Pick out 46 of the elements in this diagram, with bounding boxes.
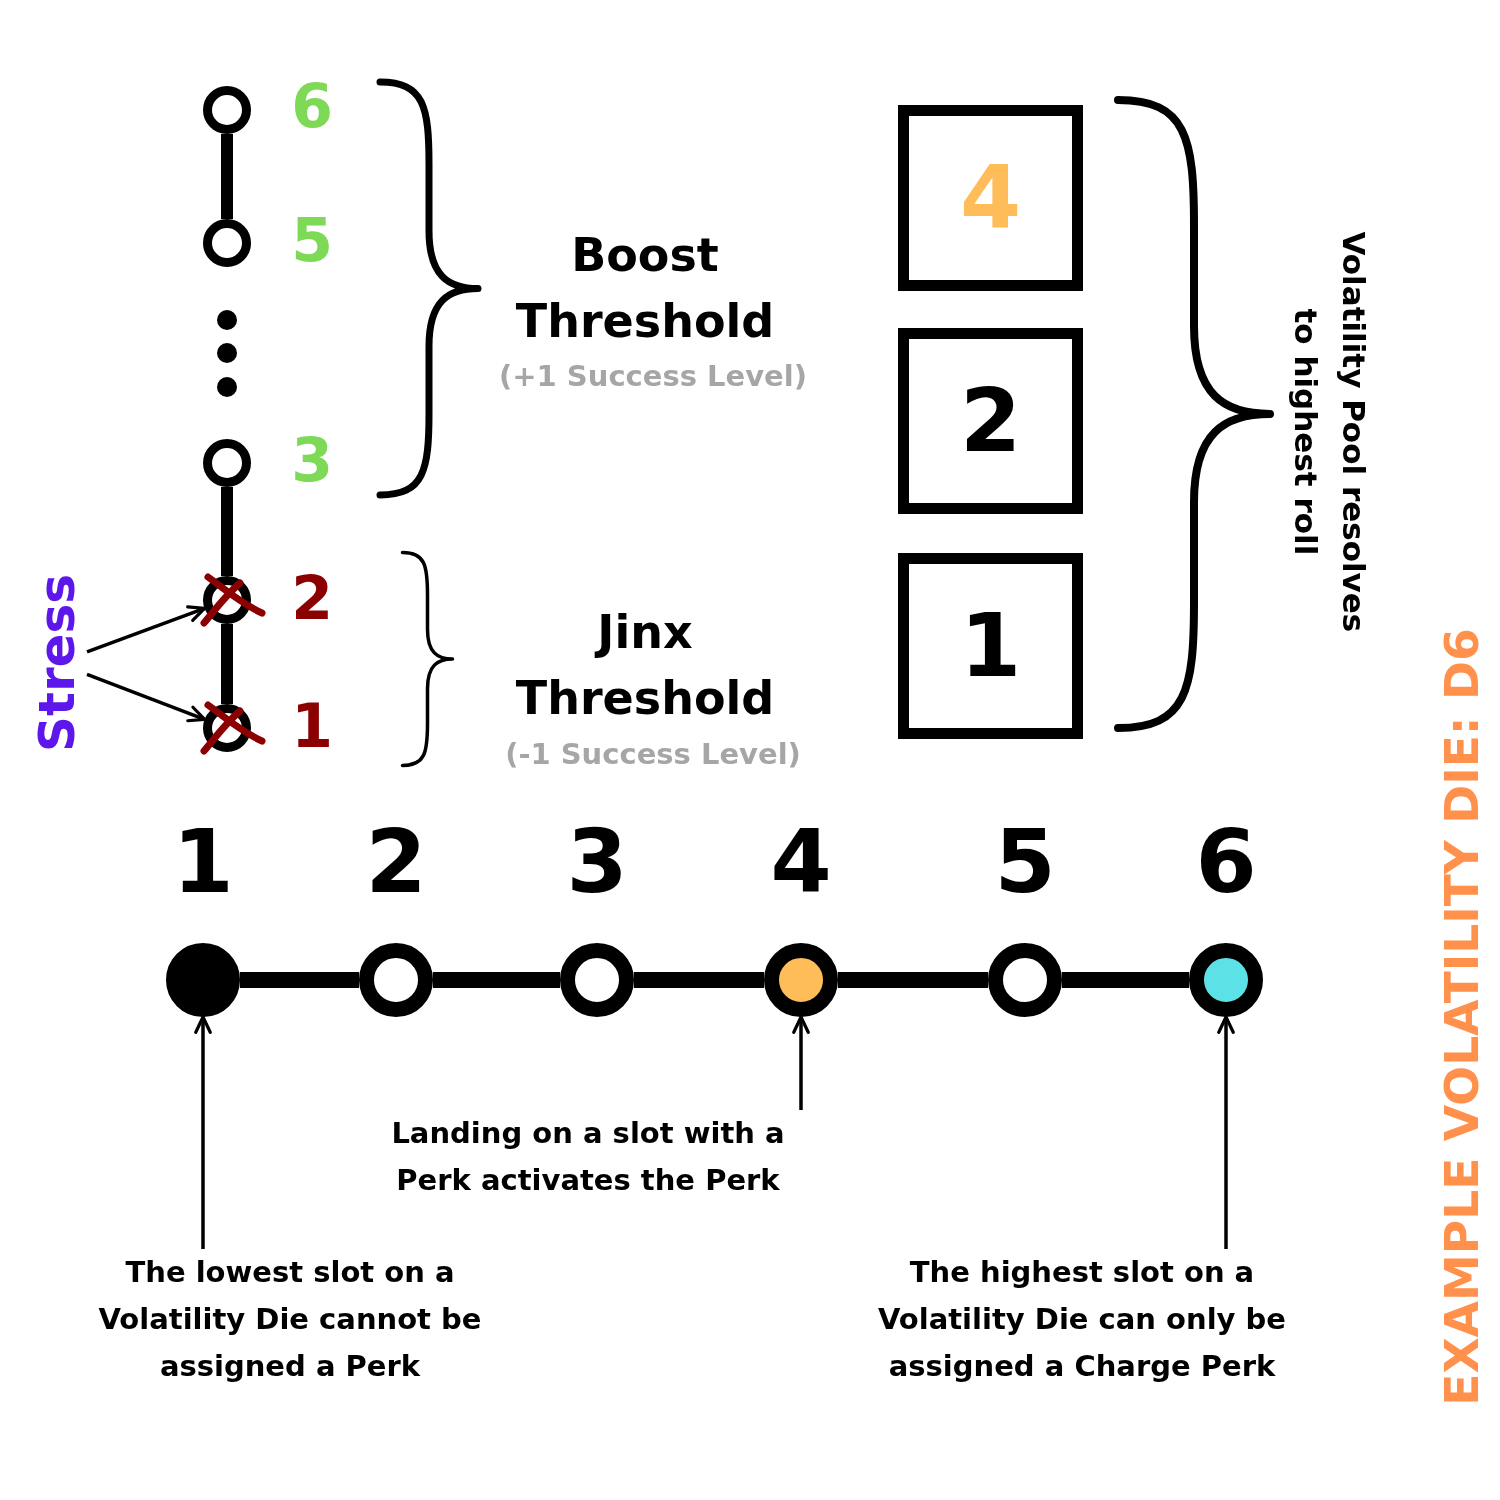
track-line xyxy=(221,487,233,576)
callout-text: Landing on a slot with a Perk activates the Perk xyxy=(368,1110,808,1204)
track-line xyxy=(1062,972,1189,988)
slot-circle xyxy=(1189,943,1263,1017)
slot-number: 3 xyxy=(291,424,333,496)
diagram-title: EXAMPLE VOLATILITY DIE: D6 xyxy=(1433,628,1490,1406)
slot-number: 5 xyxy=(291,204,333,276)
slot-number: 1 xyxy=(172,809,234,915)
arrow xyxy=(194,1015,212,1249)
arrow xyxy=(86,672,207,723)
slot-number: 4 xyxy=(770,809,832,915)
slot-circle xyxy=(203,439,251,487)
slot-number: 6 xyxy=(291,70,333,142)
die-roll-box: 4 xyxy=(898,105,1083,291)
track-line xyxy=(433,972,560,988)
slot-circle xyxy=(359,943,433,1017)
slot-circle xyxy=(988,943,1062,1017)
threshold-note: (+1 Success Level) xyxy=(499,358,807,394)
slot-number: 5 xyxy=(994,809,1056,915)
threshold-heading: Jinx Threshold xyxy=(514,604,776,727)
track-line xyxy=(838,972,988,988)
slot-circle xyxy=(203,86,251,134)
die-roll-box: 2 xyxy=(898,328,1083,514)
track-line xyxy=(240,972,359,988)
track-line xyxy=(634,972,764,988)
track-line xyxy=(221,624,233,704)
slot-number: 1 xyxy=(291,690,333,762)
arrow xyxy=(792,1015,810,1110)
callout-text: The lowest slot on a Volatility Die cannot be assigned a Perk xyxy=(50,1249,530,1390)
slot-number: 3 xyxy=(566,809,628,915)
threshold-heading: Boost Threshold xyxy=(514,227,776,350)
die-roll-box: 1 xyxy=(898,553,1083,739)
slot-circle xyxy=(203,219,251,267)
slot-circle xyxy=(764,943,838,1017)
threshold-note: (-1 Success Level) xyxy=(505,736,801,772)
stress-label: Stress xyxy=(27,574,87,752)
slot-circle xyxy=(166,943,240,1017)
slot-circle xyxy=(560,943,634,1017)
track-line xyxy=(221,134,233,219)
arrow xyxy=(86,605,207,654)
callout-text: The highest slot on a Volatility Die can only be assigned a Charge Perk xyxy=(847,1249,1317,1390)
slot-number: 2 xyxy=(365,809,427,915)
arrow xyxy=(1217,1015,1235,1249)
slot-number: 2 xyxy=(291,562,333,634)
brace-note: Volatility Pool resolves to highest roll xyxy=(1287,230,1373,635)
slot-number: 6 xyxy=(1195,809,1257,915)
